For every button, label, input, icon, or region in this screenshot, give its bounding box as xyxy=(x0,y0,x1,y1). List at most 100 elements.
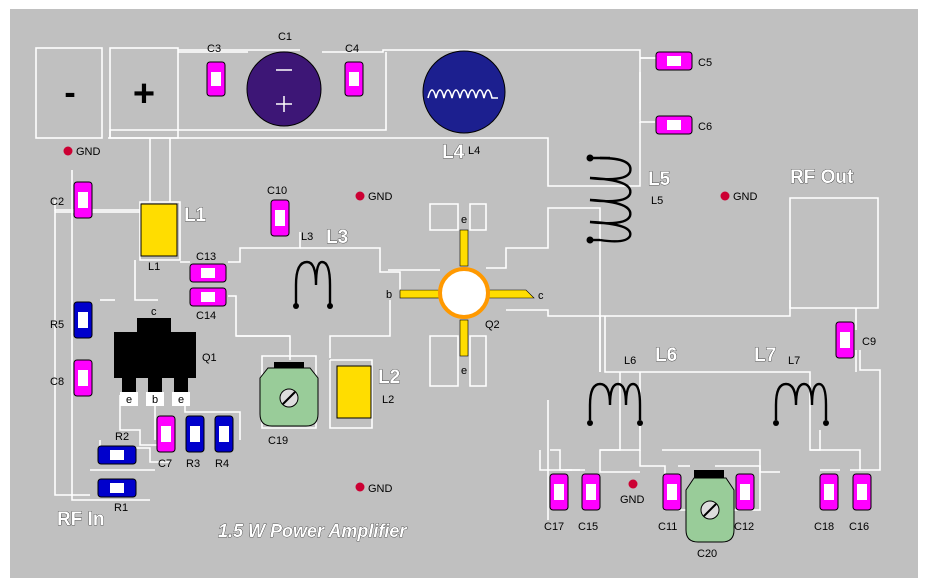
l7-label: L7 xyxy=(788,355,800,367)
r2-label: R2 xyxy=(115,431,129,443)
minus-terminal-outline xyxy=(35,47,103,139)
l6-big-label: L6 xyxy=(655,345,677,366)
gnd-label-1: GND xyxy=(76,146,101,158)
l4-big-label: L4 xyxy=(442,142,465,163)
c10-capacitor xyxy=(270,199,290,237)
c12-capacitor xyxy=(735,473,755,511)
minus-terminal-symbol: - xyxy=(64,74,75,112)
c9-label: C9 xyxy=(862,336,876,348)
c5-capacitor xyxy=(655,51,693,71)
c5-label: C5 xyxy=(698,57,712,69)
c13-capacitor xyxy=(189,263,227,283)
resistor-parts: R5 R3 R4 R2 R1 xyxy=(50,301,234,514)
l1-big-label: L1 xyxy=(184,205,207,226)
c17-label: C17 xyxy=(544,521,564,533)
c4-label: C4 xyxy=(345,43,359,55)
l6-pin-b xyxy=(637,420,643,426)
r4-resistor xyxy=(214,415,234,453)
r4-label: R4 xyxy=(215,458,229,470)
capacitor-parts: C3 C4 C5 C6 C2 C10 C13 C14 C8 C7 C9 C17 xyxy=(50,43,876,533)
traces xyxy=(35,47,881,520)
c18-label: C18 xyxy=(814,521,834,533)
c1-label: C1 xyxy=(278,31,292,43)
gnd-label-2: GND xyxy=(368,191,393,203)
l3-pin-a xyxy=(293,303,299,309)
c11-label: C11 xyxy=(658,521,677,533)
c3-capacitor xyxy=(206,61,226,97)
q2-pin-c: c xyxy=(538,290,544,302)
c10-label: C10 xyxy=(267,185,287,197)
l3-label: L3 xyxy=(301,231,313,243)
c17-capacitor xyxy=(549,473,569,511)
q2-pin-e-top: e xyxy=(461,214,467,226)
l4-choke-inductor xyxy=(422,50,506,134)
q1-pin-e-left: e xyxy=(126,394,132,406)
rf-in-label: RF In xyxy=(57,509,105,530)
c7-label: C7 xyxy=(158,458,172,470)
l1-label: L1 xyxy=(148,261,160,273)
q1-label: Q1 xyxy=(202,352,217,364)
board-title: 1.5 W Power Amplifier xyxy=(218,521,407,541)
r1-resistor xyxy=(97,478,137,498)
c2-capacitor xyxy=(73,181,93,219)
c6-label: C6 xyxy=(698,121,712,133)
r3-resistor xyxy=(185,415,205,453)
c7-capacitor xyxy=(156,415,176,453)
l7-pin-b xyxy=(823,420,829,426)
l6-label: L6 xyxy=(624,355,636,367)
l7-coil-inductor xyxy=(774,382,828,420)
l4-label: L4 xyxy=(468,145,480,157)
c9-capacitor xyxy=(835,321,855,359)
c2-label: C2 xyxy=(50,196,64,208)
c14-label: C14 xyxy=(196,310,216,322)
l3-coil-inductor xyxy=(294,260,332,306)
c6-capacitor xyxy=(655,115,693,135)
l6-coil-inductor xyxy=(588,382,642,420)
gnd-label-3: GND xyxy=(733,191,758,203)
c8-label: C8 xyxy=(50,376,64,388)
q2-pin-e-bottom: e xyxy=(461,365,467,377)
l2-label: L2 xyxy=(382,394,394,406)
c19-label: C19 xyxy=(268,435,288,447)
q1-pin-e-right: e xyxy=(178,394,184,406)
q2-transistor xyxy=(399,229,535,357)
c3-label: C3 xyxy=(207,43,221,55)
q2-pin-b: b xyxy=(386,289,392,301)
c20-trimmer-capacitor xyxy=(685,470,735,543)
c19-trimmer-capacitor xyxy=(259,362,319,427)
c4-capacitor xyxy=(344,61,364,97)
l3-big-label: L3 xyxy=(326,227,348,248)
c20-label: C20 xyxy=(697,548,717,560)
c13-label: C13 xyxy=(196,251,216,263)
l3-pin-b xyxy=(327,303,333,309)
l7-big-label: L7 xyxy=(754,345,776,366)
l2-big-label: L2 xyxy=(378,367,400,388)
c15-capacitor xyxy=(581,473,601,511)
r5-label: R5 xyxy=(50,319,64,331)
l5-pin-b xyxy=(586,236,594,244)
l5-pin-a xyxy=(586,154,594,162)
gnd-label-4: GND xyxy=(368,483,393,495)
gnd-pads: GND GND GND GND GND xyxy=(63,146,758,506)
c16-capacitor xyxy=(852,473,872,511)
plus-terminal-symbol: + xyxy=(133,73,155,115)
c15-label: C15 xyxy=(578,521,598,533)
q1-pin-b: b xyxy=(152,394,158,406)
c8-capacitor xyxy=(73,359,93,397)
r2-resistor xyxy=(97,445,137,465)
c1-electrolytic-capacitor xyxy=(246,51,322,127)
c14-capacitor xyxy=(189,287,227,307)
r5-resistor xyxy=(73,301,93,339)
rf-out-label: RF Out xyxy=(790,167,854,188)
r1-label: R1 xyxy=(114,502,128,514)
q1-pin-c: c xyxy=(151,306,157,318)
q1-transistor xyxy=(114,318,196,406)
c11-capacitor xyxy=(662,473,682,511)
gnd-label-5: GND xyxy=(620,494,645,506)
l5-big-label: L5 xyxy=(648,169,671,190)
l1-inductor xyxy=(140,203,178,257)
l2-inductor xyxy=(336,365,372,419)
l5-label: L5 xyxy=(651,195,663,207)
c12-label: C12 xyxy=(734,521,754,533)
